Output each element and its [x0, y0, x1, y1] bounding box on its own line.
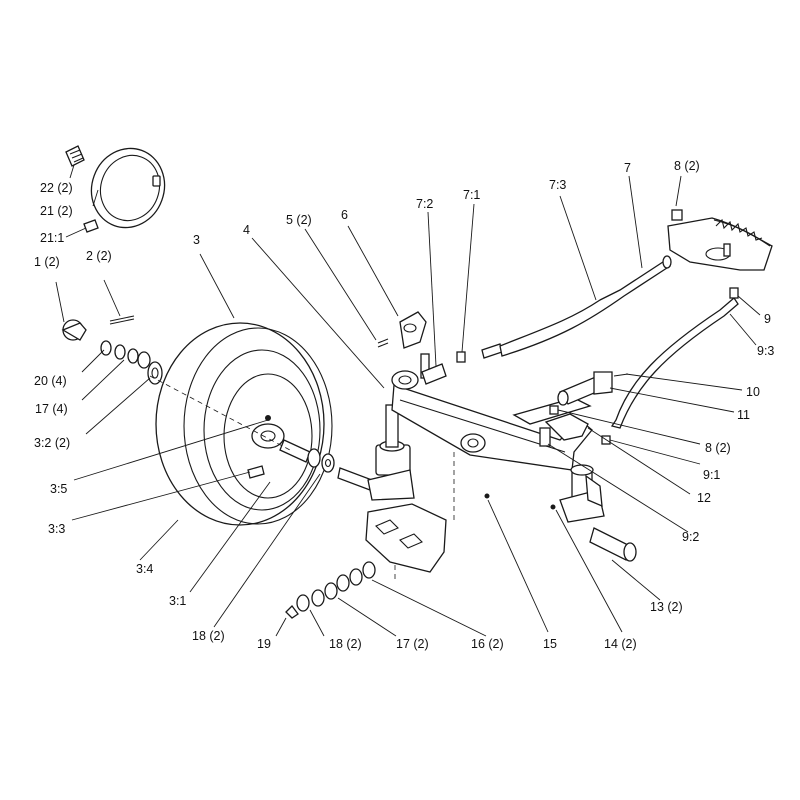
leader-lines: [55, 164, 761, 637]
callout-7: 7: [624, 161, 631, 175]
callout-3-2: 3:2 (2): [34, 436, 70, 450]
callout-3-3: 3:3: [48, 522, 65, 536]
callout-9-1: 9:1: [703, 468, 720, 482]
callout-10: 10: [746, 385, 760, 399]
hub-washers: [307, 448, 335, 473]
callout-11: 11: [737, 408, 750, 422]
callout-3-1: 3:1: [169, 594, 186, 608]
steering-sector-plate: [667, 209, 773, 271]
callout-15: 15: [543, 637, 557, 651]
callout-9: 9: [764, 312, 771, 326]
callout-22: 22 (2): [40, 181, 73, 195]
right-spindle: [484, 464, 637, 562]
callout-7-1: 7:1: [463, 188, 480, 202]
callout-3-5: 3:5: [50, 482, 67, 496]
callout-16: 16 (2): [471, 637, 504, 651]
callout-14: 14 (2): [604, 637, 637, 651]
washer-stack-bottom: [285, 561, 376, 619]
callout-7-2: 7:2: [416, 197, 433, 211]
callout-8-top: 8 (2): [674, 159, 700, 173]
pivot-bushing: [549, 371, 629, 415]
callout-17-bottom: 17 (2): [396, 637, 429, 651]
tie-rod: [481, 255, 672, 359]
left-spindle: [337, 404, 415, 501]
cap-and-pin: [61, 315, 135, 341]
callout-2: 2 (2): [86, 249, 112, 263]
callout-6: 6: [341, 208, 348, 222]
callout-5: 5 (2): [286, 213, 312, 227]
callout-8-bottom: 8 (2): [705, 441, 731, 455]
mounting-plate: [365, 503, 447, 573]
callout-18-middle: 18 (2): [192, 629, 225, 643]
callout-21-1: 21:1: [40, 231, 64, 245]
drag-link: [610, 287, 739, 429]
callout-20: 20 (4): [34, 374, 67, 388]
callout-21: 21 (2): [40, 204, 73, 218]
steering-arm-right: [539, 413, 611, 447]
callout-13: 13 (2): [650, 600, 683, 614]
callout-7-3: 7:3: [549, 178, 566, 192]
callout-9-3: 9:3: [757, 344, 774, 358]
steering-arm-left: [377, 311, 466, 385]
callout-3-4: 3:4: [136, 562, 153, 576]
callout-12: 12: [697, 491, 711, 505]
callout-19: 19: [257, 637, 271, 651]
hubcap-ring: [65, 145, 166, 233]
callout-18-bottom: 18 (2): [329, 637, 362, 651]
callout-9-2: 9:2: [682, 530, 699, 544]
callout-1: 1 (2): [34, 255, 60, 269]
washer-stack-left: [100, 340, 163, 385]
callout-4: 4: [243, 223, 250, 237]
callout-17-left: 17 (4): [35, 402, 68, 416]
callout-3: 3: [193, 233, 200, 247]
